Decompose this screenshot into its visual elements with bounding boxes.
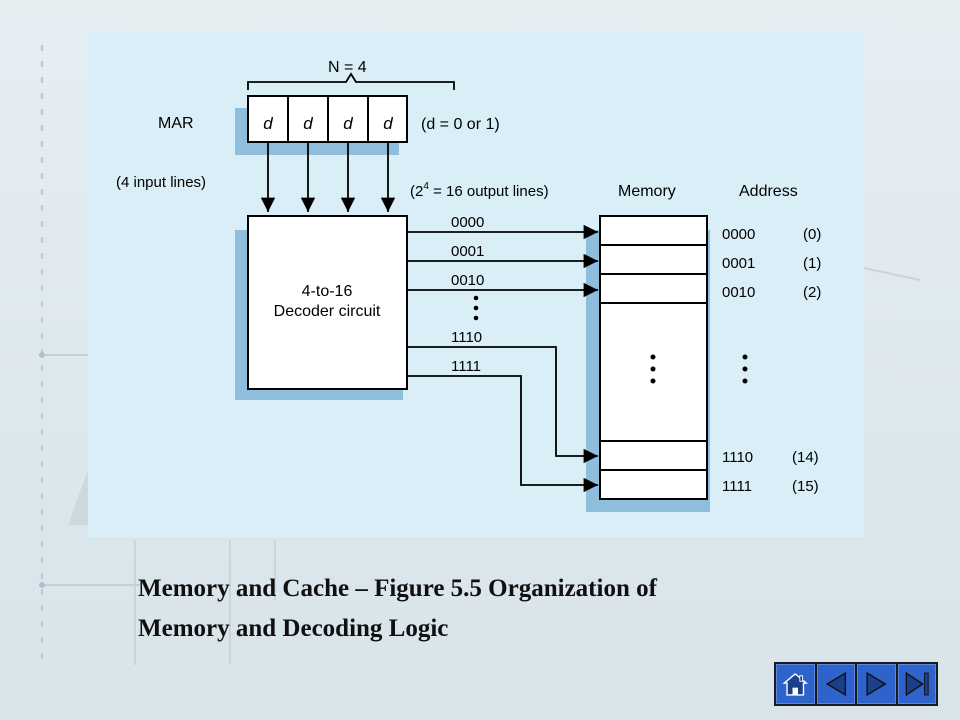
last-slide-button[interactable]	[897, 664, 936, 704]
memory-ellipsis-dot	[650, 366, 656, 372]
caption-line-1: Memory and Cache – Figure 5.5 Organizati…	[138, 575, 657, 602]
memory-header: Memory	[618, 183, 676, 200]
memory-ellipsis-dot	[650, 378, 656, 384]
address-dec-1: (1)	[803, 255, 821, 272]
line-label-0000: 0000	[451, 214, 484, 231]
last-icon	[905, 671, 929, 697]
address-bin-1: 0001	[722, 255, 755, 272]
address-dec-15: (15)	[792, 478, 819, 495]
input-lines-label: (4 input lines)	[116, 174, 206, 191]
address-ellipsis-dot	[742, 354, 748, 360]
figure-panel: N = 4 MAR d d d d (d = 0 or 1) (4 input …	[88, 32, 864, 537]
mar-label: MAR	[158, 115, 194, 132]
home-icon	[782, 673, 809, 696]
mar-bit-2: d	[303, 114, 313, 133]
next-icon	[866, 671, 887, 697]
line-label-1110: 1110	[451, 329, 482, 346]
address-bin-2: 0010	[722, 284, 755, 301]
mar-bit-3: d	[343, 114, 353, 133]
ellipsis-dot	[473, 295, 479, 301]
address-bin-0: 0000	[722, 226, 755, 243]
address-header: Address	[739, 183, 798, 200]
decoder-label-2: Decoder circuit	[274, 303, 381, 320]
line-label-0010: 0010	[451, 272, 484, 289]
decoder-circuit	[247, 215, 408, 390]
decoder-label-1: 4-to-16	[302, 283, 353, 300]
output-lines-label: (24 = 16 output lines)	[410, 181, 549, 200]
address-dec-14: (14)	[792, 449, 819, 466]
address-bin-15: 1111	[722, 478, 752, 495]
ellipsis-dot	[473, 315, 479, 321]
next-slide-button[interactable]	[857, 664, 896, 704]
home-button[interactable]	[776, 664, 815, 704]
output-line-1111	[407, 375, 598, 493]
mar-bit-1: d	[263, 114, 273, 133]
address-ellipsis-dot	[742, 366, 748, 372]
caption-line-2: Memory and Decoding Logic	[138, 615, 449, 642]
memory-ellipsis-dot	[650, 354, 656, 360]
ellipsis-dot	[473, 305, 479, 311]
mar-bit-4: d	[383, 114, 393, 133]
slide-navigation	[774, 662, 938, 706]
memory-decoder-diagram: N = 4 MAR d d d d (d = 0 or 1) (4 input …	[116, 59, 821, 512]
address-dec-0: (0)	[803, 226, 821, 243]
figure-caption: Memory and Cache – Figure 5.5 Organizati…	[138, 569, 858, 649]
line-label-0001: 0001	[451, 243, 484, 260]
n-brace	[247, 72, 455, 90]
n-label: N = 4	[328, 59, 367, 76]
previous-slide-button[interactable]	[816, 664, 855, 704]
address-dec-2: (2)	[803, 284, 821, 301]
d-note: (d = 0 or 1)	[421, 116, 500, 133]
line-label-1111: 1111	[451, 358, 481, 375]
address-ellipsis-dot	[742, 378, 748, 384]
previous-icon	[825, 671, 846, 697]
output-line-1110	[407, 346, 598, 464]
address-bin-14: 1110	[722, 449, 753, 466]
